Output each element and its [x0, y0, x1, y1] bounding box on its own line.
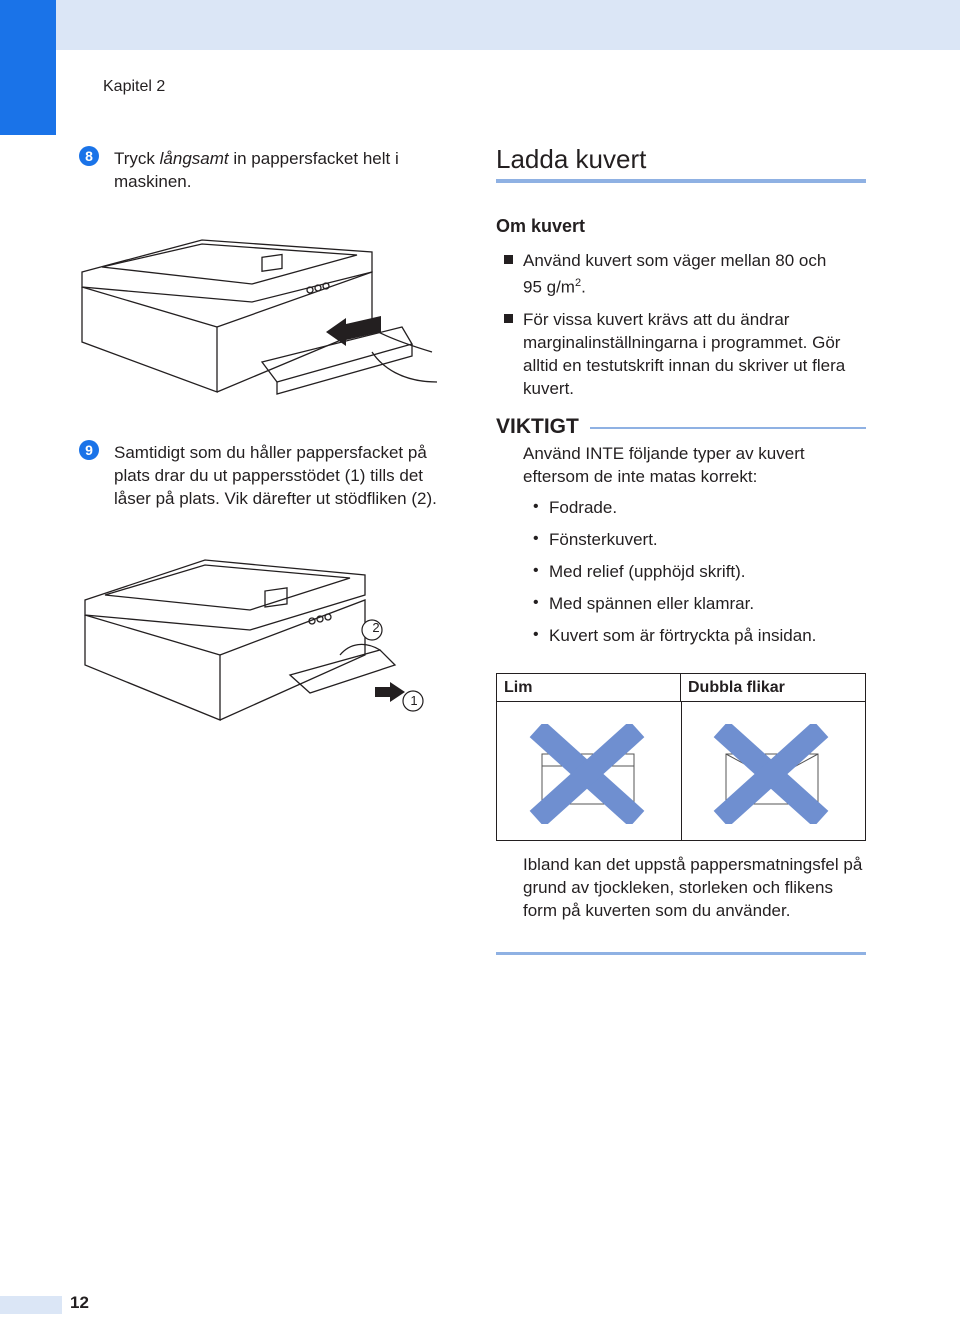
envelope-lim-crossed-icon: [529, 724, 645, 824]
printer-paper-support-illustration: [84, 559, 424, 721]
callout-2: 2: [372, 620, 380, 635]
section-title: Ladda kuvert: [496, 144, 647, 174]
table-divider: [681, 702, 682, 840]
page-number: 12: [70, 1293, 89, 1312]
header-band: [0, 0, 960, 50]
envelope-double-flap-crossed-icon: [713, 724, 829, 824]
bullet-square: [504, 255, 513, 264]
important-end-rule: [496, 952, 866, 955]
callout-1: 1: [410, 693, 418, 708]
bullet-margins: För vissa kuvert krävs att du ändrar mar…: [523, 310, 846, 398]
table-header-lim: Lim: [497, 674, 681, 702]
step-number-8: 8: [79, 146, 99, 166]
chapter-tab: [0, 0, 56, 135]
important-heading: VIKTIGT: [496, 415, 579, 438]
step-8-text: Tryck långsamt in pappersfacket helt i m…: [114, 149, 399, 191]
step-9-text: Samtidigt som du håller pappersfacket på…: [114, 443, 437, 508]
important-note: Ibland kan det uppstå pappersmatningsfel…: [523, 855, 863, 920]
important-intro: Använd INTE följande typer av kuvert eft…: [523, 444, 805, 486]
envelope-table: Lim Dubbla flikar: [496, 673, 866, 841]
subsection-title: Om kuvert: [496, 216, 586, 236]
printer-tray-insert-illustration: [81, 239, 438, 395]
important-rule: [590, 427, 866, 429]
bullet-square: [504, 314, 513, 323]
step-number-9: 9: [79, 440, 99, 460]
page-number-bar: [0, 1296, 62, 1314]
table-header-dubbla-flikar: Dubbla flikar: [681, 674, 865, 702]
title-rule: [496, 179, 866, 183]
chapter-label: Kapitel 2: [103, 78, 166, 95]
